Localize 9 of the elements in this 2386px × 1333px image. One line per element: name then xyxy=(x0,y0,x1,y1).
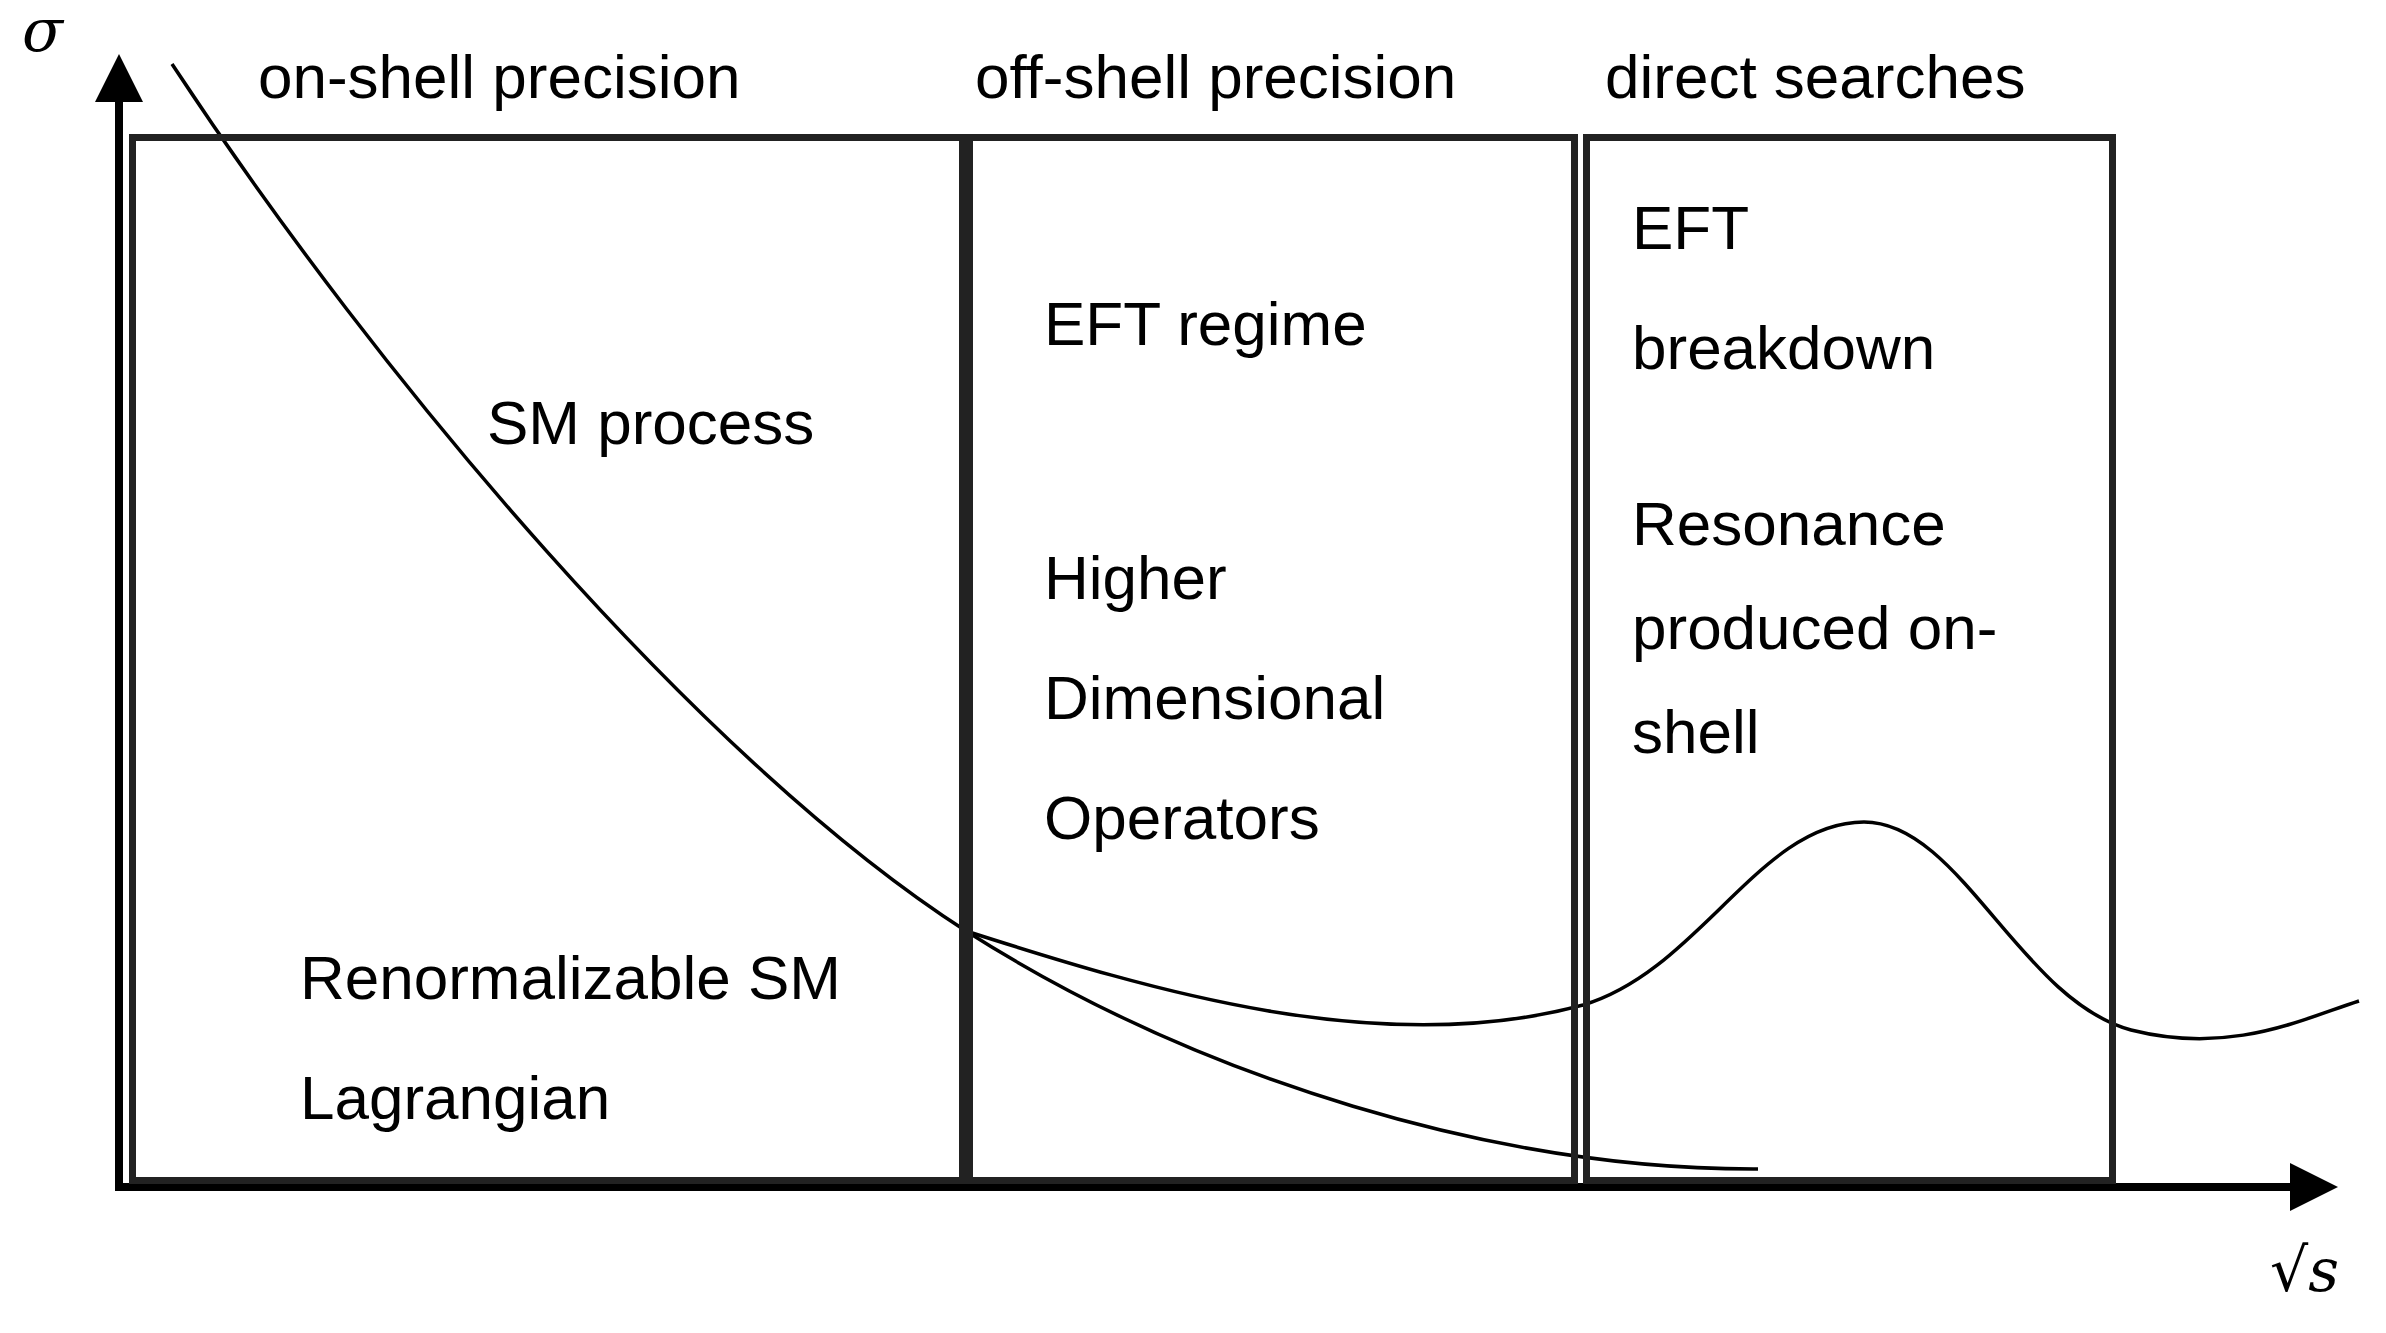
region-text: EFT regime xyxy=(1044,288,1368,360)
region-text: Higher Dimensional Operators xyxy=(1044,542,1387,854)
region-text: Renormalizable SM Lagrangian xyxy=(300,942,842,1134)
region-heading: direct searches xyxy=(1605,46,2026,108)
region-text: SM process xyxy=(487,387,816,459)
region-text: Resonance produced on-shell xyxy=(1632,488,1999,768)
x-axis-label: √s xyxy=(2270,1240,2340,1300)
region-text: EFT breakdown xyxy=(1632,192,1937,384)
y-axis-label: σ xyxy=(22,0,63,60)
